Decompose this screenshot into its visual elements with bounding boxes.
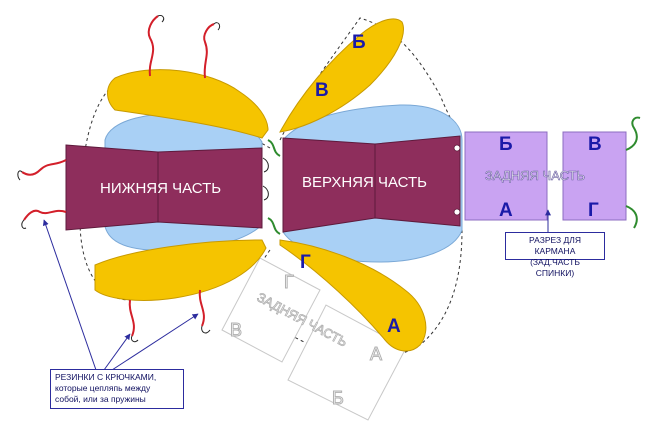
slit-callout-line2: (ЗАД.ЧАСТЬ СПИНКИ) bbox=[530, 257, 580, 278]
ghost-letter-g: Г bbox=[284, 272, 294, 292]
letter-g-bottom-wing: Г bbox=[300, 252, 311, 273]
letter-a-bottom-wing: А bbox=[387, 316, 401, 337]
elastic-callout-line2: которые цепляпь между bbox=[55, 383, 151, 393]
letter-g-back-right: Г bbox=[588, 200, 599, 221]
letter-v-top-wing: В bbox=[315, 80, 329, 101]
left-bottom-wing bbox=[94, 239, 267, 301]
ghost-letter-a: А bbox=[370, 344, 382, 364]
pocket-slit-callout: РАЗРЕЗ ДЛЯ КАРМАНА (ЗАД.ЧАСТЬ СПИНКИ) bbox=[505, 232, 605, 278]
elastic-callout-line1: РЕЗИНКИ С КРЮЧКАМИ, bbox=[55, 372, 157, 382]
elastic-callout-line3: собой, или за пружины bbox=[55, 394, 146, 404]
lower-part-piece: НИЖНЯЯ ЧАСТЬ bbox=[65, 144, 263, 231]
ghost-letter-b: Б bbox=[332, 388, 344, 408]
red-elastics bbox=[21, 15, 215, 337]
callout-arrows bbox=[42, 209, 551, 371]
upper-part-piece: ВЕРХНЯЯ ЧАСТЬ bbox=[282, 135, 461, 233]
elastic-callout: РЕЗИНКИ С КРЮЧКАМИ, которые цепляпь межд… bbox=[50, 369, 184, 409]
dashed-outline bbox=[79, 17, 463, 360]
green-elastics bbox=[267, 116, 641, 235]
back-part-label: ЗАДНЯЯ ЧАСТЬ bbox=[485, 168, 585, 183]
lower-part-label: НИЖНЯЯ ЧАСТЬ bbox=[100, 180, 221, 197]
letter-b-back-left: Б bbox=[499, 134, 513, 155]
letter-v-back-right: В bbox=[588, 134, 602, 155]
back-part-pieces: ЗАДНЯЯ ЧАСТЬ bbox=[464, 131, 627, 221]
letter-b-top-wing: Б bbox=[352, 32, 366, 53]
ghost-letter-v: В bbox=[230, 320, 242, 340]
right-bottom-wing bbox=[279, 239, 427, 352]
elastic-hooks-black bbox=[17, 15, 269, 343]
left-top-wing bbox=[107, 69, 269, 139]
upper-part-label: ВЕРХНЯЯ ЧАСТЬ bbox=[302, 174, 427, 191]
right-top-wing bbox=[279, 18, 404, 133]
letter-a-back-left: А bbox=[499, 200, 513, 221]
slit-callout-line1: РАЗРЕЗ ДЛЯ КАРМАНА bbox=[529, 235, 581, 256]
